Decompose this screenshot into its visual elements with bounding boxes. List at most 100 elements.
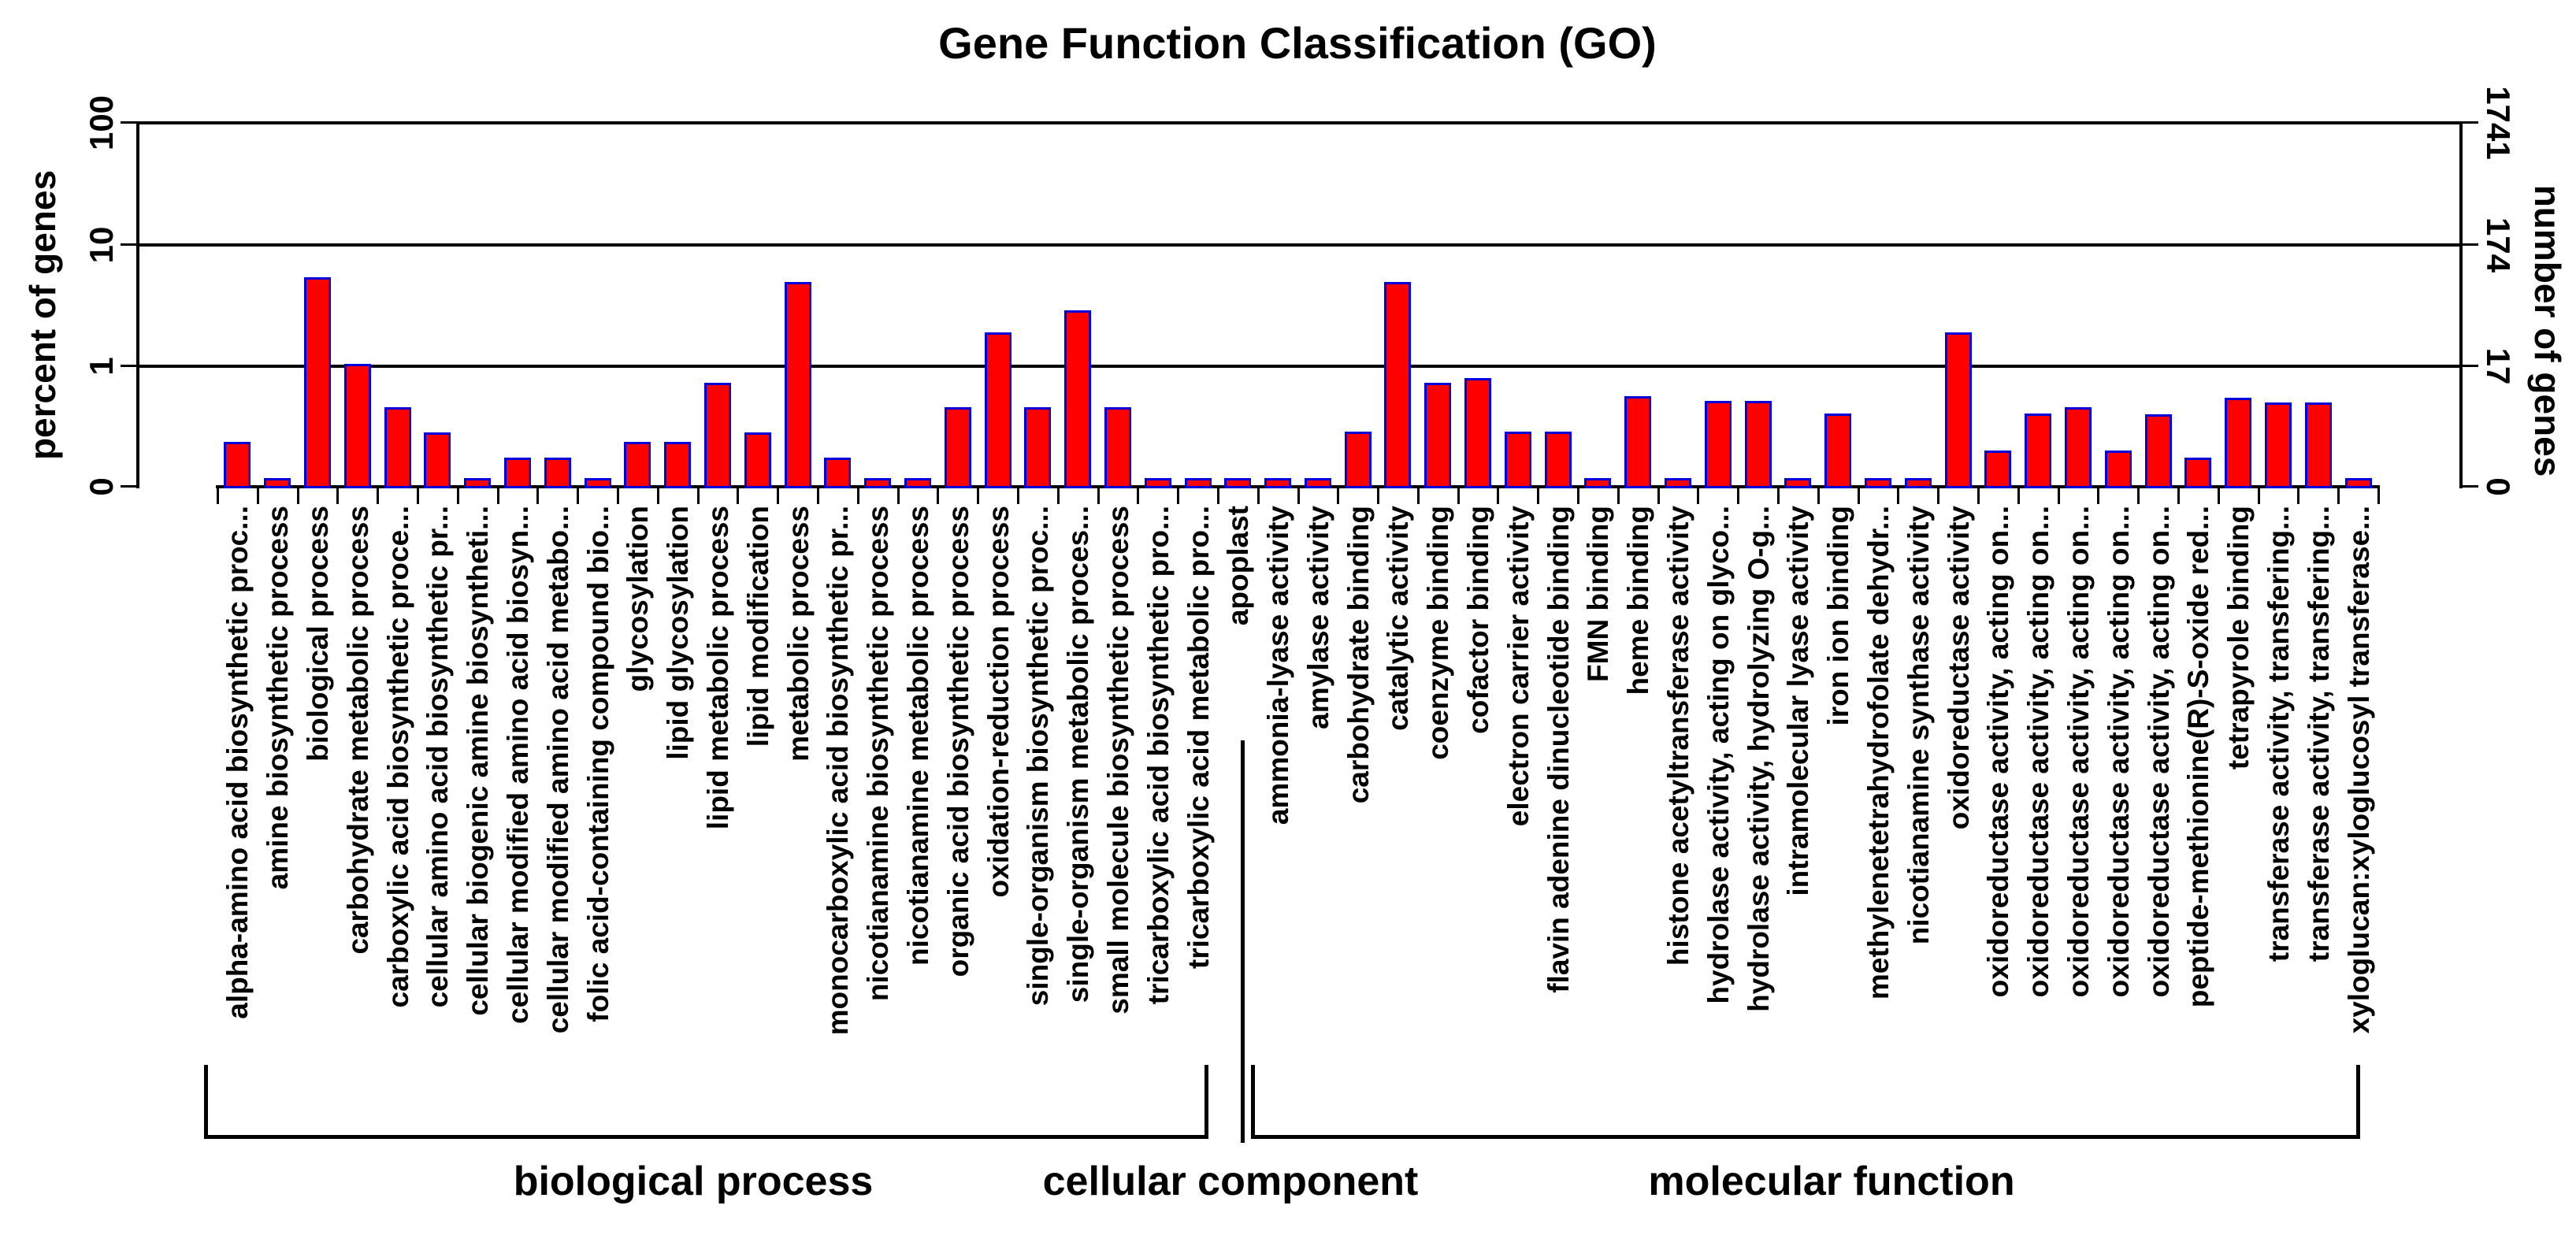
- bar: [1584, 478, 1612, 488]
- y-axis-left-tick: [121, 365, 138, 367]
- x-axis-label: oxidoreductase activity: [1942, 506, 1975, 830]
- x-axis-label: oxidoreductase activity, acting on...: [2022, 506, 2055, 998]
- x-axis-label: histone acetyltransferase activity: [1662, 506, 1695, 966]
- x-axis-tick: [2217, 487, 2220, 504]
- x-axis-label: cellular amino acid biosynthetic pr...: [421, 506, 455, 1008]
- x-axis-tick: [1016, 487, 1019, 504]
- x-axis-tick: [2017, 487, 2020, 504]
- bar: [664, 442, 692, 488]
- group-label-cellular-component: cellular component: [1042, 1159, 1419, 1204]
- bar: [424, 432, 451, 488]
- y-axis-left-tick: [121, 485, 138, 488]
- x-axis-tick: [1697, 487, 1700, 504]
- bar: [864, 478, 892, 488]
- x-axis-label: apoplast: [1222, 506, 1255, 626]
- bar: [303, 276, 331, 488]
- x-axis-label: transferase activity, transfering...: [2302, 506, 2335, 962]
- bar: [2144, 414, 2172, 488]
- x-axis-tick: [2057, 487, 2060, 504]
- bar: [544, 458, 571, 488]
- bar: [1464, 378, 1492, 488]
- bar: [784, 282, 811, 488]
- x-axis-label: coenzyme binding: [1422, 506, 1455, 760]
- bar: [1624, 396, 1652, 488]
- bar: [744, 432, 771, 488]
- bar: [1544, 431, 1572, 488]
- x-axis-tick: [616, 487, 619, 504]
- bar: [224, 442, 251, 488]
- bar: [1264, 478, 1292, 488]
- x-axis-tick: [1377, 487, 1380, 504]
- bar: [2104, 451, 2132, 488]
- y-axis-right-tick-label: 1741: [2480, 86, 2517, 160]
- x-axis-tick: [536, 487, 540, 504]
- y-axis-right-tick-label: 0: [2480, 477, 2517, 496]
- x-axis-tick: [777, 487, 780, 504]
- bar: [824, 458, 852, 488]
- y-axis-left-line: [136, 121, 139, 488]
- x-axis-tick: [2337, 487, 2340, 504]
- x-axis-label: oxidoreductase activity, acting on...: [2062, 506, 2095, 998]
- bar: [2344, 478, 2372, 488]
- x-axis-tick: [1497, 487, 1500, 504]
- bar: [1784, 478, 1812, 488]
- x-axis-tick: [1337, 487, 1340, 504]
- gridline-100: [138, 121, 2461, 124]
- bar: [1744, 401, 1772, 488]
- y-axis-right-tick: [2461, 365, 2478, 367]
- x-axis-tick: [1177, 487, 1180, 504]
- y-axis-left-title: percent of genes: [22, 169, 63, 461]
- x-axis-tick: [496, 487, 499, 504]
- bracket-molecular-function: [1251, 1065, 2360, 1139]
- y-axis-left-tick: [121, 243, 138, 246]
- x-axis-label: lipid metabolic process: [701, 506, 734, 830]
- bar: [2025, 413, 2052, 488]
- x-axis-tick: [577, 487, 580, 504]
- gridline-10: [138, 243, 2461, 247]
- bar: [2304, 402, 2332, 488]
- x-axis-label: cellular modified amino acid metabo...: [541, 506, 574, 1034]
- x-axis-label: FMN binding: [1582, 506, 1615, 682]
- x-axis-tick: [2137, 487, 2140, 504]
- y-axis-right-line: [2459, 121, 2463, 488]
- y-axis-right-tick: [2461, 243, 2478, 246]
- bar: [1944, 332, 1972, 488]
- x-axis-tick: [737, 487, 740, 504]
- bar: [1184, 478, 1212, 488]
- x-axis-tick: [416, 487, 419, 504]
- x-axis-tick: [1737, 487, 1740, 504]
- x-axis-tick: [1056, 487, 1060, 504]
- x-axis-tick: [816, 487, 819, 504]
- x-axis-label: cofactor binding: [1462, 506, 1495, 734]
- x-axis-tick: [1137, 487, 1140, 504]
- y-axis-right-tick: [2461, 485, 2478, 488]
- y-axis-right-tick-label: 17: [2480, 347, 2517, 385]
- x-axis-label: amine biosynthetic process: [262, 506, 295, 890]
- x-axis-label: nicotianamine biosynthetic process: [862, 506, 895, 1002]
- x-axis-tick: [1097, 487, 1100, 504]
- x-axis-tick: [1897, 487, 1900, 504]
- x-axis-label: cellular biogenic amine biosyntheti...: [462, 506, 495, 1016]
- bar: [1224, 478, 1252, 488]
- x-axis-label: hydrolase activity, hydrolyzing O-g...: [1742, 506, 1775, 1012]
- bar: [2184, 458, 2212, 488]
- x-axis-label: carboxylic acid biosynthetic proce...: [381, 506, 414, 1008]
- x-axis-label: tricarboxylic acid biosynthetic pro...: [1141, 506, 1175, 1005]
- bar: [503, 458, 531, 488]
- y-axis-left-tick-label: 1: [83, 357, 120, 376]
- y-axis-left-tick-label: 0: [83, 477, 120, 496]
- x-axis-label: cellular modified amino acid biosyn...: [501, 506, 534, 1024]
- x-axis-tick: [377, 487, 380, 504]
- x-axis-label: oxidoreductase activity, acting on...: [1982, 506, 2015, 998]
- x-axis-label: intramolecular lyase activity: [1782, 506, 1815, 896]
- x-axis-tick: [856, 487, 859, 504]
- x-axis-tick: [1416, 487, 1420, 504]
- bar: [703, 383, 731, 488]
- x-axis-label: amylase activity: [1301, 506, 1334, 729]
- bar: [384, 407, 411, 488]
- bar: [944, 407, 971, 488]
- x-axis-label: lipid modification: [741, 506, 774, 747]
- x-axis-tick: [2377, 487, 2380, 504]
- x-axis-label: oxidation-reduction process: [982, 506, 1015, 898]
- x-axis-label: catalytic activity: [1382, 506, 1415, 731]
